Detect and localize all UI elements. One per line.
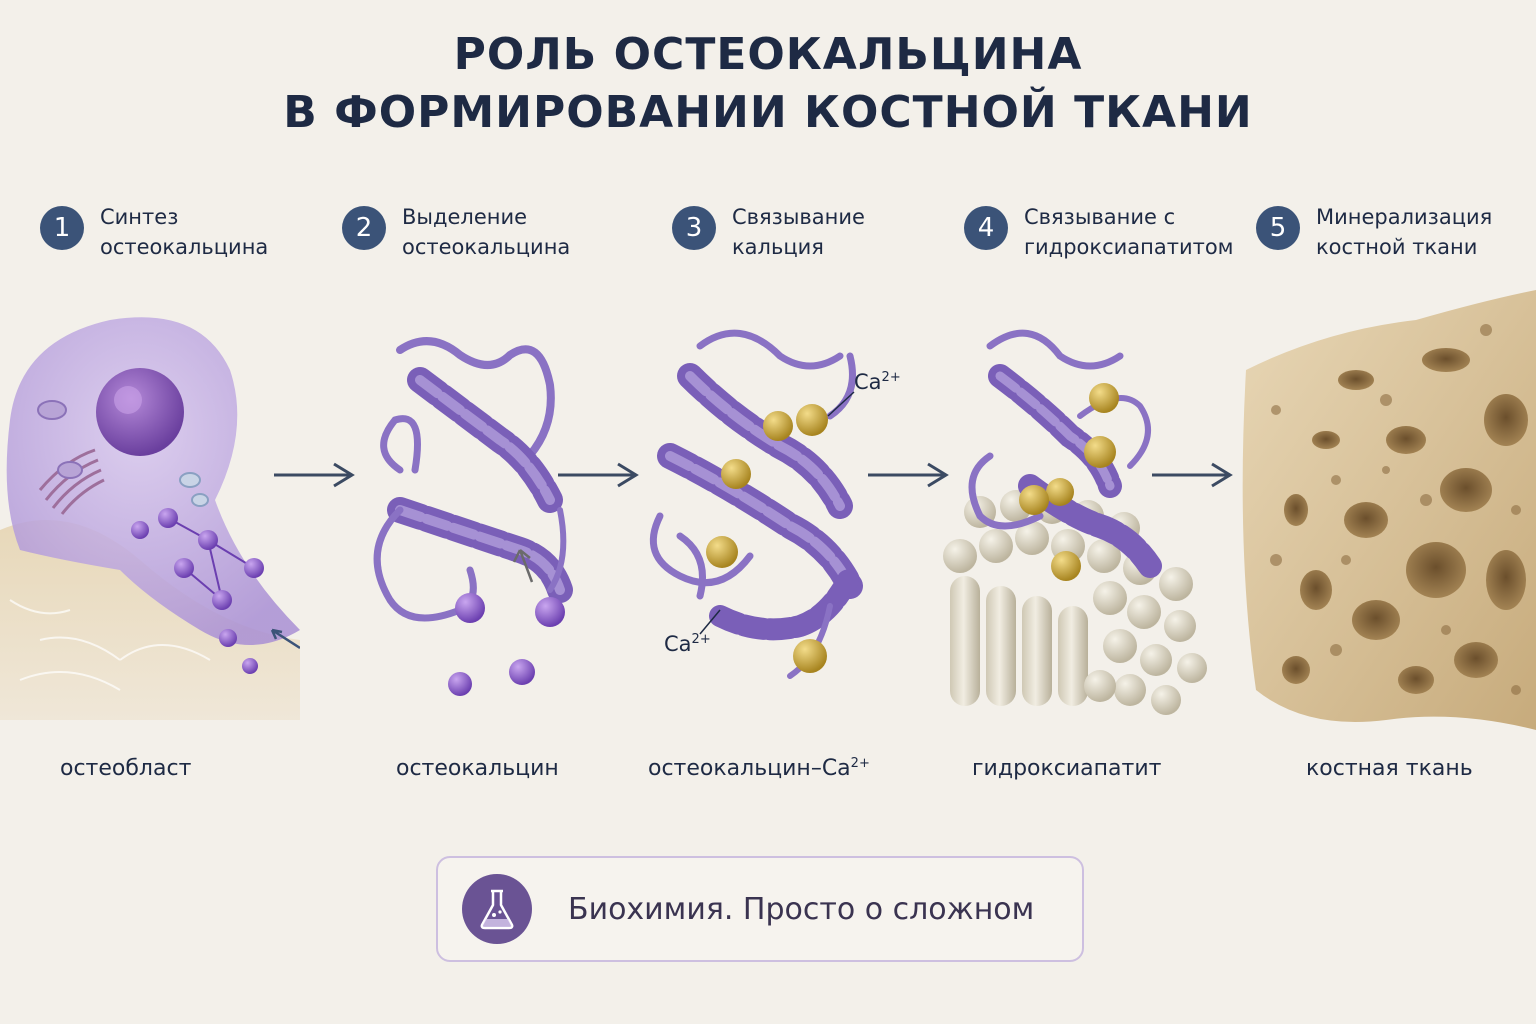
arrow-right-icon [274, 462, 355, 488]
page-title: РОЛЬ ОСТЕОКАЛЬЦИНА В ФОРМИРОВАНИИ КОСТНО… [0, 26, 1536, 142]
title-line-1: РОЛЬ ОСТЕОКАЛЬЦИНА [453, 29, 1083, 80]
step-5-header: 5 Минерализация костной ткани [1256, 202, 1492, 262]
step-number: 3 [672, 206, 716, 250]
step-number: 4 [964, 206, 1008, 250]
step-label: Связывание с гидроксиапатитом [1024, 205, 1234, 259]
osteocalcin-protein-illustration [373, 337, 573, 696]
step-number: 5 [1256, 206, 1300, 250]
step-3-header: 3 Связывание кальция [672, 202, 865, 262]
caption-osteoblast: остеобласт [60, 756, 192, 781]
osteoblast-illustration [0, 317, 300, 720]
arrow-right-icon [868, 462, 949, 488]
step-number: 1 [40, 206, 84, 250]
flask-icon [462, 874, 532, 944]
step-label: Синтез остеокальцина [100, 205, 269, 259]
caption-osteocalcin-ca: остеокальцин–Ca2+ [648, 756, 870, 781]
step-4-header: 4 Связывание с гидроксиапатитом [964, 202, 1234, 262]
osteocalcin-calcium-complex-illustration [649, 329, 863, 679]
step-number: 2 [342, 206, 386, 250]
step-2-header: 2 Выделение остеокальцина [342, 202, 570, 262]
caption-hydroxyapatite: гидроксиапатит [972, 756, 1162, 781]
bone-tissue-illustration [1242, 290, 1536, 730]
hydroxyapatite-illustration [943, 329, 1207, 715]
title-line-2: В ФОРМИРОВАНИИ КОСТНОЙ ТКАНИ [283, 87, 1253, 138]
caption-bone-tissue: костная ткань [1306, 756, 1473, 781]
calcium-ion-label: Ca2+ [664, 632, 711, 656]
step-label: Связывание кальция [732, 205, 865, 259]
step-label: Выделение остеокальцина [402, 205, 571, 259]
step-label: Минерализация костной ткани [1316, 205, 1493, 259]
caption-osteocalcin: остеокальцин [396, 756, 559, 781]
brand-text: Биохимия. Просто о сложном [568, 891, 1035, 927]
arrow-right-icon [1152, 462, 1233, 488]
step-1-header: 1 Синтез остеокальцина [40, 202, 268, 262]
calcium-ion-label: Ca2+ [854, 370, 901, 394]
brand-badge: Биохимия. Просто о сложном [436, 856, 1084, 962]
arrow-right-icon [558, 462, 639, 488]
